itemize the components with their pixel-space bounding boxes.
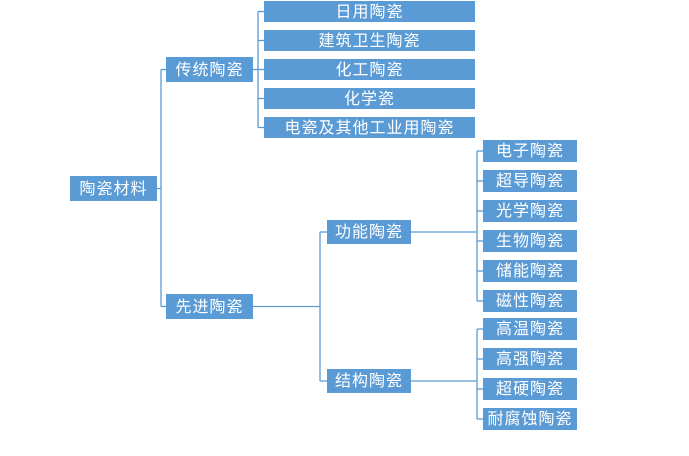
node-root: 陶瓷材料	[70, 176, 157, 201]
node-high-temperature-ceramics: 高温陶瓷	[483, 318, 577, 340]
node-superhard-ceramics: 超硬陶瓷	[483, 378, 577, 400]
node-electronic-ceramics: 电子陶瓷	[483, 140, 577, 162]
node-electrical-industrial-ceramics: 电瓷及其他工业用陶瓷	[264, 117, 475, 138]
node-energy-storage-ceramics: 储能陶瓷	[483, 260, 577, 282]
node-bio-ceramics: 生物陶瓷	[483, 230, 577, 252]
node-building-sanitary-ceramics: 建筑卫生陶瓷	[264, 30, 475, 51]
node-functional-ceramics: 功能陶瓷	[327, 220, 411, 244]
node-corrosion-resistant-ceramics: 耐腐蚀陶瓷	[483, 408, 577, 430]
node-superconducting-ceramics: 超导陶瓷	[483, 170, 577, 192]
node-magnetic-ceramics: 磁性陶瓷	[483, 290, 577, 312]
node-chemical-porcelain: 化学瓷	[264, 88, 475, 109]
node-structural-ceramics: 结构陶瓷	[327, 369, 411, 393]
node-traditional-ceramics: 传统陶瓷	[166, 57, 253, 82]
node-high-strength-ceramics: 高强陶瓷	[483, 348, 577, 370]
node-daily-use-ceramics: 日用陶瓷	[264, 1, 475, 22]
node-chemical-industry-ceramics: 化工陶瓷	[264, 59, 475, 80]
node-advanced-ceramics: 先进陶瓷	[166, 294, 253, 319]
node-optical-ceramics: 光学陶瓷	[483, 200, 577, 222]
